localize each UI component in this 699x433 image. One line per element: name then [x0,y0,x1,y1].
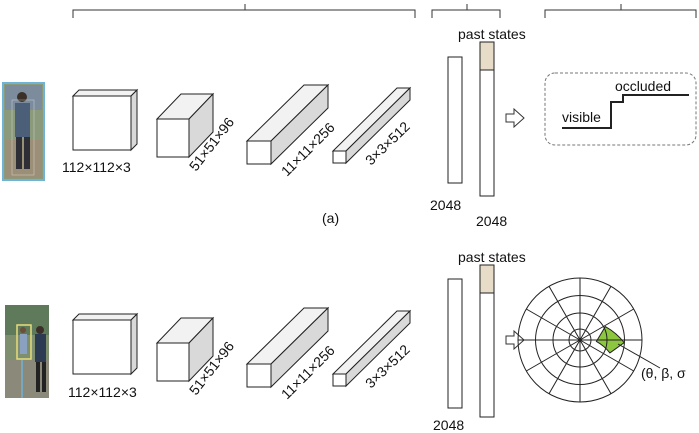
panel-top: 112×112×3 51×51×96 11×11×256 3×3×512 204… [2,26,697,229]
fc-label-top: 2048 [430,197,461,213]
rnn-label-top: 2048 [476,213,507,229]
rnn-bar-bottom [479,264,495,418]
fc-label-bottom: 2048 [433,417,464,433]
input-photo-bottom [5,305,49,398]
past-state-cell-top [479,41,495,71]
cnn-layer-4-bottom [331,309,412,388]
cnn-layer-1-bottom [71,312,139,376]
past-states-label-top: past states [458,26,526,42]
input-photo-top [2,82,45,181]
cnn-layer-4-top [331,86,412,165]
output-arrow-icon-bottom [505,329,525,351]
cnn-layer-2-top [155,92,215,159]
param-pointer-line [617,343,661,369]
caption-a: (a) [322,210,339,226]
brace-cnn [72,4,416,18]
layer-1-label-bottom: 112×112×3 [68,384,137,400]
past-states-label-bottom: past states [458,249,526,265]
brace-fc [431,4,501,18]
output-arrow-icon-top [505,107,525,129]
fc-bar-top [447,56,463,184]
cnn-layer-3-top [245,83,330,166]
rnn-bar-top [479,41,495,197]
brace-output [544,4,697,18]
layer-1-label-top: 112×112×3 [62,159,131,175]
group-braces [72,4,697,18]
panel-bottom: 112×112×3 51×51×96 11×11×256 3×3×512 204… [5,249,686,433]
occluded-label: occluded [615,78,671,94]
polar-grid-output [517,277,661,403]
visibility-step-line [562,94,689,129]
fc-bar-bottom [447,278,463,409]
cnn-layer-3-bottom [245,306,330,389]
past-state-cell-bottom [479,264,495,294]
visibility-output: visible occluded [544,72,697,146]
cnn-layer-1-top [71,88,139,152]
visible-label: visible [562,109,601,125]
cnn-layer-2-bottom [155,316,215,383]
params-label: (θ, β, σ [641,365,686,381]
